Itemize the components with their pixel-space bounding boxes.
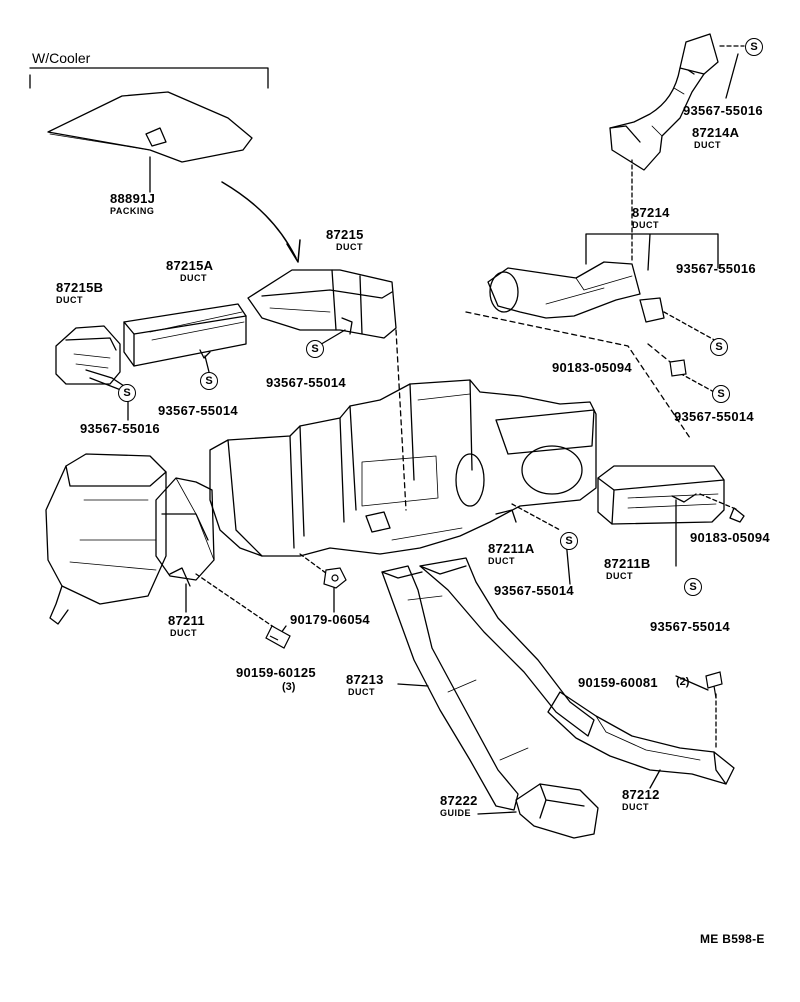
duct-87214-shape bbox=[487, 261, 665, 323]
fastener-60081-number: 90159-60081 bbox=[578, 675, 658, 690]
w-cooler-bracket bbox=[29, 67, 269, 89]
duct-87215a-shape bbox=[123, 303, 247, 367]
part-87215-number: 87215 bbox=[326, 227, 364, 242]
nut-icon-06054 bbox=[323, 567, 347, 589]
duct-87213-shape bbox=[381, 557, 595, 811]
part-88891j-name: PACKING bbox=[110, 206, 155, 216]
part-87211a-number: 87211A bbox=[488, 541, 535, 556]
part-87222-number: 87222 bbox=[440, 793, 478, 808]
heater-unit-shape bbox=[209, 379, 597, 557]
part-87215a-number: 87215A bbox=[166, 258, 214, 273]
fastener-55014-d-number: 93567-55014 bbox=[494, 583, 574, 598]
clip-icon-05094 bbox=[669, 359, 687, 377]
fastener-55014-c-number: 93567-55014 bbox=[674, 409, 754, 424]
fastener-55014-a-number: 93567-55014 bbox=[266, 375, 346, 390]
part-87211b-name: DUCT bbox=[606, 571, 633, 581]
part-87212-number: 87212 bbox=[622, 787, 660, 802]
part-87211a-name: DUCT bbox=[488, 556, 515, 566]
part-87215b-number: 87215B bbox=[56, 280, 104, 295]
fastener-55016-mid-number: 93567-55016 bbox=[676, 261, 756, 276]
bolt-icon-60125 bbox=[265, 625, 291, 649]
install-arrow bbox=[221, 181, 297, 259]
fastener-60125-number: 90159-60125 bbox=[236, 665, 316, 680]
part-87212-name: DUCT bbox=[622, 802, 649, 812]
part-87215b-name: DUCT bbox=[56, 295, 83, 305]
s-symbol-top: S bbox=[745, 38, 763, 56]
fastener-55014-b-number: 93567-55014 bbox=[158, 403, 238, 418]
duct-87211b-shape bbox=[597, 465, 725, 525]
duct-87215-shape bbox=[247, 269, 397, 339]
w-cooler-title: W/Cooler bbox=[32, 50, 91, 66]
fastener-05094-a-number: 90183-05094 bbox=[552, 360, 632, 375]
blower-case-shape bbox=[45, 453, 167, 625]
duct-87214a-shape bbox=[609, 33, 719, 171]
s-symbol-55014-c: S bbox=[712, 385, 730, 403]
fastener-55014-e-number: 93567-55014 bbox=[650, 619, 730, 634]
part-87214-name: DUCT bbox=[632, 220, 659, 230]
part-87215a-name: DUCT bbox=[180, 273, 207, 283]
part-87214-number: 87214 bbox=[632, 205, 670, 220]
s-symbol-87215a: S bbox=[200, 372, 218, 390]
fastener-05094-b-number: 90183-05094 bbox=[690, 530, 770, 545]
duct-87211-shape bbox=[155, 477, 215, 587]
part-87213-name: DUCT bbox=[348, 687, 375, 697]
packing-88891j-shape bbox=[47, 91, 253, 163]
s-symbol-87215: S bbox=[306, 340, 324, 358]
part-87211-name: DUCT bbox=[170, 628, 197, 638]
s-symbol-87211b: S bbox=[684, 578, 702, 596]
s-symbol-87214-right: S bbox=[710, 338, 728, 356]
part-88891j-number: 88891J bbox=[110, 191, 156, 206]
fastener-60081-qty: (2) bbox=[676, 676, 690, 688]
s-symbol-87211a: S bbox=[560, 532, 578, 550]
s-symbol-87215b: S bbox=[118, 384, 136, 402]
part-87215-name: DUCT bbox=[336, 242, 363, 252]
fastener-06054-number: 90179-06054 bbox=[290, 612, 370, 627]
fastener-55016-top-number: 93567-55016 bbox=[683, 103, 763, 118]
guide-87222-shape bbox=[515, 783, 599, 839]
part-87222-name: GUIDE bbox=[440, 808, 472, 818]
part-87211-number: 87211 bbox=[168, 613, 205, 628]
diagram-reference-code: ME B598-E bbox=[700, 932, 765, 946]
duct-87212-shape bbox=[547, 691, 735, 785]
part-87213-number: 87213 bbox=[346, 672, 384, 687]
fastener-60125-qty: (3) bbox=[282, 681, 296, 693]
part-87214a-name: DUCT bbox=[694, 140, 721, 150]
fastener-55016-left-number: 93567-55016 bbox=[80, 421, 160, 436]
bolt-icon-60081 bbox=[705, 671, 723, 699]
duct-87215b-shape bbox=[55, 325, 121, 385]
part-87211b-number: 87211B bbox=[604, 556, 651, 571]
part-87214a-number: 87214A bbox=[692, 125, 740, 140]
